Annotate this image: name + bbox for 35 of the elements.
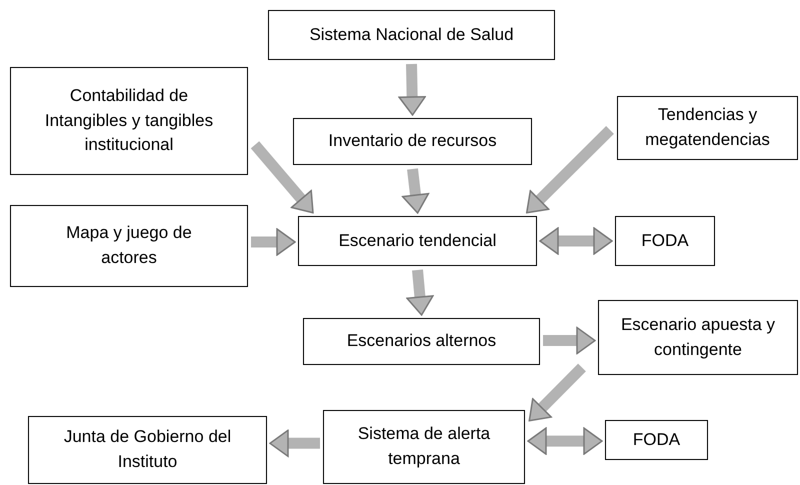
process-box [293, 118, 532, 165]
arrow [398, 64, 426, 116]
arrow [528, 364, 586, 422]
arrow [539, 227, 613, 255]
process-box [617, 96, 798, 160]
box-label: Inventario de recursos [327, 130, 498, 152]
process-box [323, 410, 525, 484]
process-box [605, 420, 708, 460]
box-label: Mapa y juego de actores [65, 222, 193, 269]
process-box [615, 216, 715, 266]
arrow [527, 427, 603, 455]
process-box [298, 216, 537, 266]
process-box [268, 10, 555, 60]
process-box [598, 300, 798, 375]
process-box [303, 318, 540, 365]
box-label: FODA [640, 230, 690, 252]
box-label: Escenarios alternos [346, 330, 498, 352]
box-label: Contabilidad de Intangibles y tangibles institucional [44, 85, 214, 156]
arrow [250, 141, 314, 214]
box-label: Escenario tendencial [338, 230, 498, 252]
box-label: Sistema Nacional de Salud [308, 24, 515, 46]
arrow [543, 326, 596, 354]
process-box [10, 205, 248, 287]
arrow [251, 228, 296, 256]
box-label: Escenario apuesta y contingente [620, 314, 776, 360]
box-label: Sistema de alerta temprana [356, 423, 492, 470]
process-box [28, 416, 267, 484]
arrow [526, 126, 614, 214]
box-label: Tendencias y megatendencias [644, 104, 771, 151]
arrow [406, 270, 434, 316]
box-label: FODA [632, 428, 682, 451]
process-box [10, 67, 248, 175]
arrow [402, 168, 430, 214]
box-label: Junta de Gobierno del Instituto [62, 426, 232, 473]
arrow [269, 430, 320, 458]
